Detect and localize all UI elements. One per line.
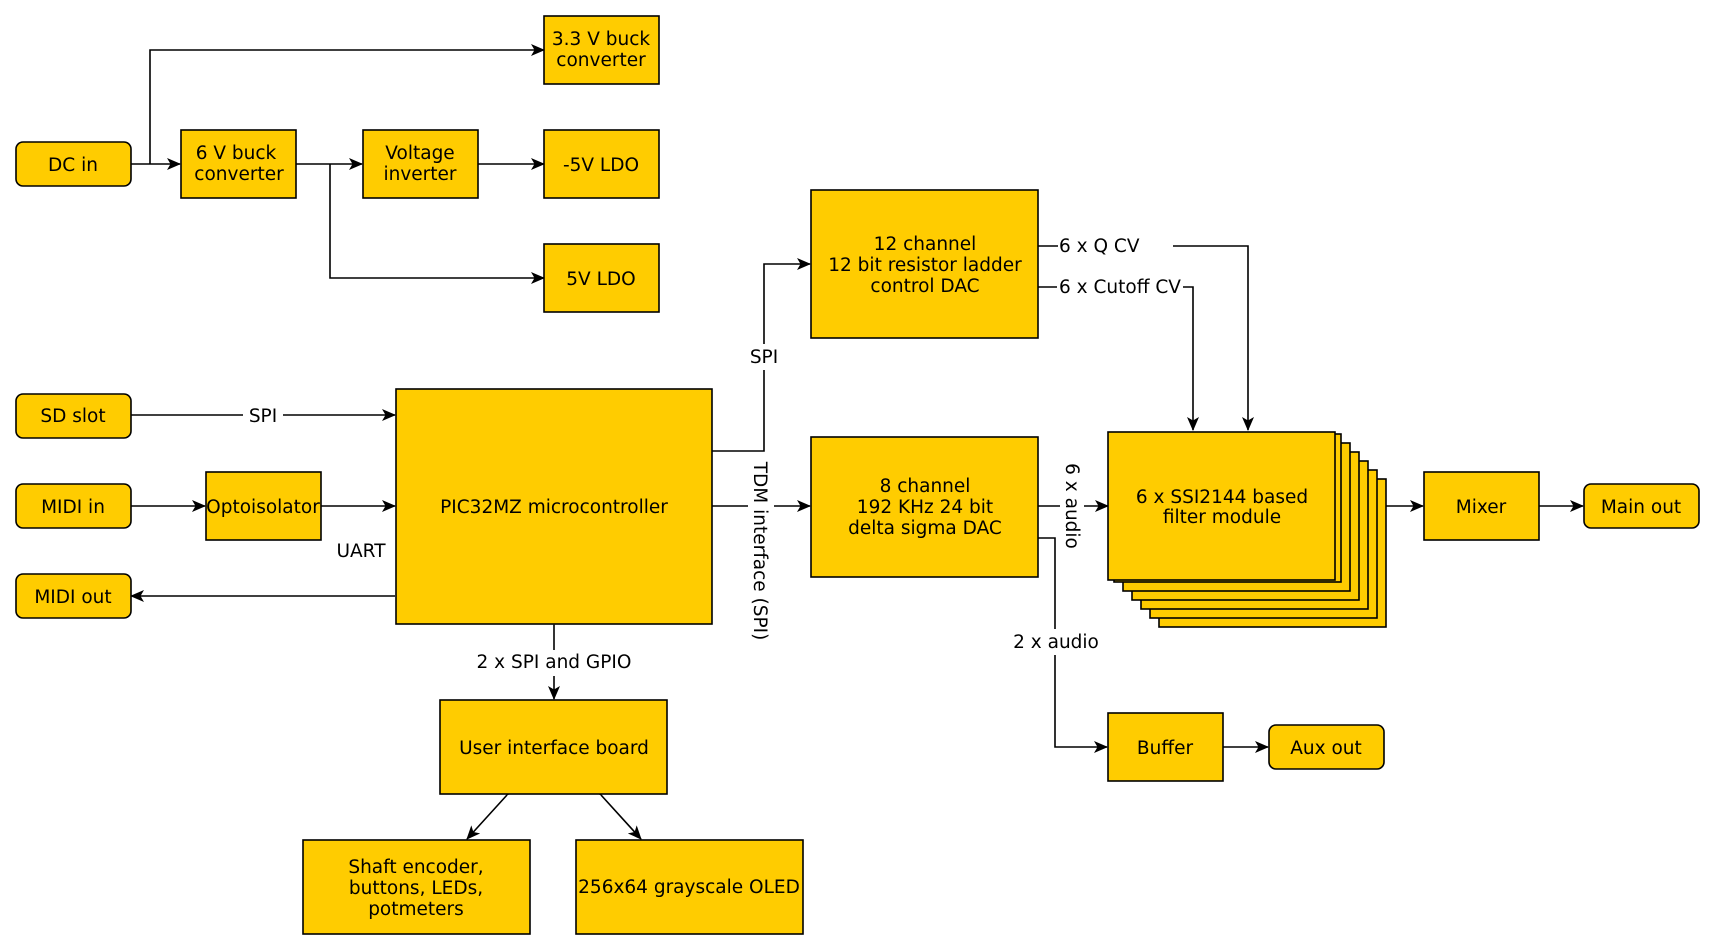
block-sd-slot: SD slot bbox=[15, 393, 132, 439]
block-aux-out: Aux out bbox=[1268, 724, 1385, 770]
block-sd-slot-label: SD slot bbox=[40, 406, 105, 427]
wire-uiboard-oled bbox=[587, 781, 642, 840]
block-ui-board: User interface board bbox=[439, 699, 668, 795]
label-cutoff-cv: 6 x Cutoff CV bbox=[1059, 277, 1181, 298]
block-buck-6v-line2: converter bbox=[194, 164, 284, 185]
wire-dcin-buck33 bbox=[149, 44, 545, 164]
wire-qcv bbox=[1038, 245, 1254, 431]
block-ldo-neg5-label: -5V LDO bbox=[563, 155, 639, 176]
block-optoisolator-label: Optoisolator bbox=[206, 497, 320, 518]
block-ldo-5: 5V LDO bbox=[543, 243, 660, 313]
label-dac-spi: SPI bbox=[750, 347, 778, 368]
block-controls-line2: buttons, LEDs, bbox=[349, 878, 483, 899]
block-voltage-inverter: Voltage inverter bbox=[362, 129, 479, 199]
block-midi-out: MIDI out bbox=[15, 573, 132, 619]
block-mcu-label: PIC32MZ microcontroller bbox=[440, 497, 668, 518]
block-ui-board-label: User interface board bbox=[459, 738, 649, 759]
block-controls: Shaft encoder, buttons, LEDs, potmeters bbox=[302, 839, 531, 935]
block-filter-stack: 6 x SSI2144 based filter module bbox=[1107, 431, 1387, 628]
block-buck-6v-line1: 6 V buck bbox=[196, 143, 277, 164]
block-main-out: Main out bbox=[1583, 483, 1700, 529]
block-ldo-5-label: 5V LDO bbox=[566, 269, 635, 290]
block-controls-line3: potmeters bbox=[368, 899, 464, 920]
label-q-cv: 6 x Q CV bbox=[1059, 236, 1140, 257]
block-midi-in-label: MIDI in bbox=[41, 497, 105, 518]
block-control-dac-line1: 12 channel bbox=[874, 234, 977, 255]
label-ui-bus: 2 x SPI and GPIO bbox=[477, 652, 632, 673]
label-uart: UART bbox=[336, 541, 386, 562]
block-audio-dac: 8 channel 192 KHz 24 bit delta sigma DAC bbox=[810, 436, 1039, 578]
block-dc-in-label: DC in bbox=[48, 155, 98, 176]
block-audio-dac-line2: 192 KHz 24 bit bbox=[857, 497, 993, 518]
block-main-out-label: Main out bbox=[1601, 497, 1681, 518]
block-ldo-neg5: -5V LDO bbox=[543, 129, 660, 199]
wire-uiboard-controls bbox=[466, 781, 521, 840]
block-aux-out-label: Aux out bbox=[1290, 738, 1362, 759]
block-dc-in: DC in bbox=[15, 141, 132, 187]
block-buck-3v3-line1: 3.3 V buck bbox=[552, 29, 650, 50]
label-six-audio: 6 x audio bbox=[1061, 463, 1082, 549]
block-mixer: Mixer bbox=[1423, 471, 1540, 541]
block-control-dac: 12 channel 12 bit resistor ladder contro… bbox=[810, 189, 1039, 339]
label-sd-spi: SPI bbox=[249, 406, 277, 427]
block-buck-3v3-line2: converter bbox=[556, 50, 646, 71]
block-mcu: PIC32MZ microcontroller bbox=[395, 388, 713, 625]
block-filter-line2: filter module bbox=[1163, 507, 1281, 528]
wire-buck6-ldo5 bbox=[329, 164, 545, 284]
block-midi-out-label: MIDI out bbox=[34, 587, 111, 608]
block-buffer: Buffer bbox=[1107, 712, 1224, 782]
block-audio-dac-line3: delta sigma DAC bbox=[848, 518, 1002, 539]
label-two-audio: 2 x audio bbox=[1013, 632, 1099, 653]
block-midi-in: MIDI in bbox=[15, 483, 132, 529]
block-controls-line1: Shaft encoder, bbox=[348, 857, 483, 878]
block-voltage-inverter-line1: Voltage bbox=[385, 143, 454, 164]
block-control-dac-line2: 12 bit resistor ladder bbox=[828, 255, 1022, 276]
blocks: DC in 3.3 V buck converter 6 V buck conv… bbox=[15, 15, 1700, 935]
block-filter-line1: 6 x SSI2144 based bbox=[1136, 487, 1308, 508]
block-optoisolator: Optoisolator bbox=[205, 471, 322, 541]
block-oled-label: 256x64 grayscale OLED bbox=[578, 877, 800, 898]
block-buck-6v: 6 V buck converter bbox=[180, 129, 297, 199]
block-mixer-label: Mixer bbox=[1456, 497, 1507, 518]
block-buffer-label: Buffer bbox=[1137, 738, 1194, 759]
block-voltage-inverter-line2: inverter bbox=[383, 164, 456, 185]
block-control-dac-line3: control DAC bbox=[870, 276, 979, 297]
block-buck-3v3: 3.3 V buck converter bbox=[543, 15, 660, 85]
block-audio-dac-line1: 8 channel bbox=[880, 476, 971, 497]
wire-cutoffcv bbox=[1038, 286, 1199, 431]
block-oled: 256x64 grayscale OLED bbox=[575, 839, 804, 935]
label-tdm: TDM interface (SPI) bbox=[749, 461, 770, 641]
edge-labels: SPI UART SPI TDM interface (SPI) 6 x Q C… bbox=[243, 234, 1183, 676]
